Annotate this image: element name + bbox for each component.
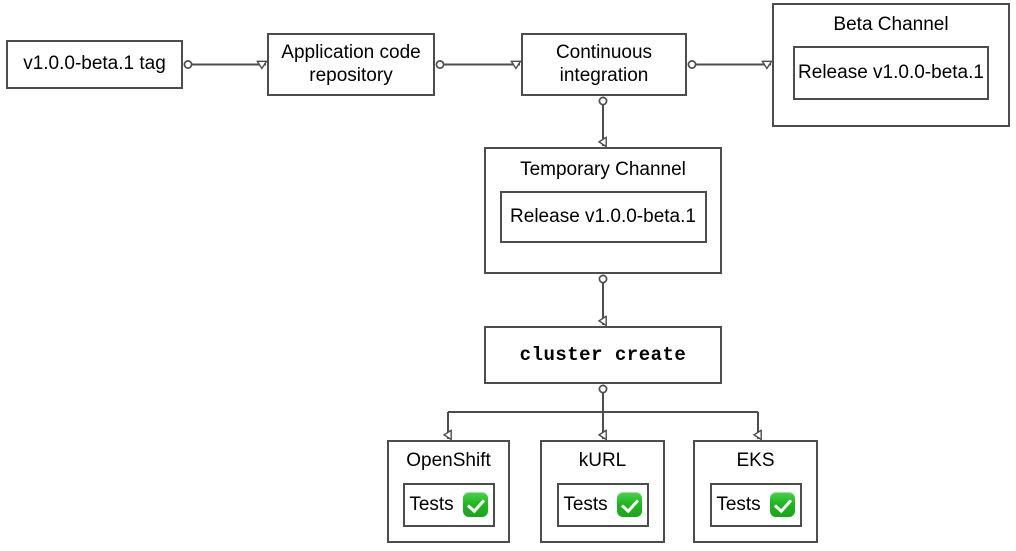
group-platform-openshift[interactable]: OpenShift Tests (387, 440, 510, 543)
platform-eks-tests-box[interactable]: Tests (709, 482, 802, 527)
platform-kurl-tests-label: Tests (563, 493, 608, 515)
node-cluster-create[interactable]: cluster create (484, 326, 722, 384)
edge-repo-to-ci (435, 60, 520, 68)
platform-kurl-title: kURL (578, 450, 627, 471)
check-mark-button-icon (616, 492, 642, 518)
platform-eks-title: EKS (736, 450, 775, 471)
node-application-code-repository[interactable]: Application code repository (267, 33, 435, 96)
edge-ci-to-temporary-channel (599, 96, 608, 146)
beta-channel-release-box[interactable]: Release v1.0.0-beta.1 (793, 45, 989, 100)
platform-openshift-title: OpenShift (406, 450, 491, 471)
node-application-code-repository-label: Application code repository (281, 41, 421, 86)
node-version-tag[interactable]: v1.0.0-beta.1 tag (6, 40, 183, 89)
check-mark-button-icon (769, 492, 795, 518)
group-platform-kurl[interactable]: kURL Tests (540, 440, 665, 543)
node-cluster-create-label: cluster create (519, 343, 687, 366)
edge-ci-to-beta-channel (687, 60, 771, 68)
group-temporary-channel[interactable]: Temporary Channel Release v1.0.0-beta.1 (484, 147, 722, 274)
platform-eks-tests-label: Tests (716, 493, 761, 515)
beta-channel-release-label: Release v1.0.0-beta.1 (798, 61, 984, 83)
platform-kurl-tests-box[interactable]: Tests (556, 482, 649, 527)
platform-openshift-tests-box[interactable]: Tests (402, 482, 495, 527)
node-version-tag-label: v1.0.0-beta.1 tag (23, 53, 166, 75)
edge-temporary-channel-to-cluster-create (599, 274, 608, 325)
edge-cluster-create-branch (448, 384, 758, 439)
edge-tag-to-repo (183, 60, 266, 68)
group-beta-channel-title: Beta Channel (833, 14, 949, 35)
group-beta-channel[interactable]: Beta Channel Release v1.0.0-beta.1 (772, 3, 1010, 127)
check-mark-button-icon (462, 492, 488, 518)
temporary-channel-release-label: Release v1.0.0-beta.1 (510, 205, 696, 227)
platform-openshift-tests-label: Tests (409, 493, 454, 515)
group-temporary-channel-title: Temporary Channel (520, 159, 686, 180)
temporary-channel-release-box[interactable]: Release v1.0.0-beta.1 (499, 190, 707, 243)
node-continuous-integration[interactable]: Continuous integration (521, 33, 687, 96)
node-continuous-integration-label: Continuous integration (555, 41, 653, 86)
group-platform-eks[interactable]: EKS Tests (693, 440, 818, 543)
